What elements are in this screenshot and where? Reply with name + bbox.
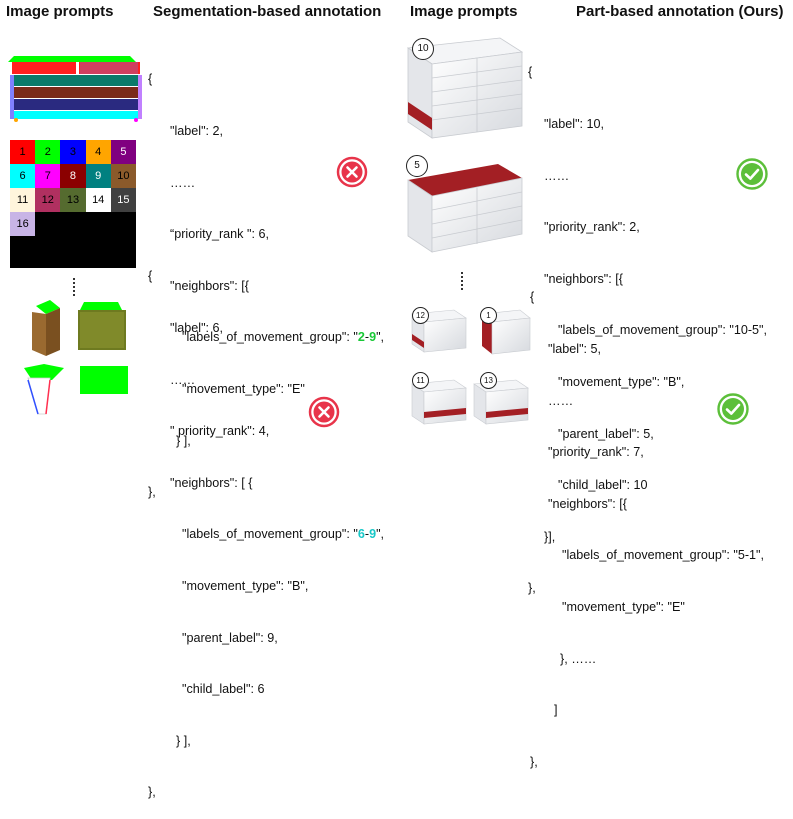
code-line: "movement_type": "E"	[182, 381, 305, 396]
code-line: } ],	[176, 733, 191, 748]
code-line: "labels_of_movement_group": "5-1",	[562, 548, 765, 563]
col1-header: Image prompts	[6, 3, 114, 20]
wrong-x-icon	[308, 396, 340, 428]
highlighted-label-b: 9	[369, 527, 377, 542]
part-marker-12: 12	[412, 307, 429, 324]
code-text: ",	[376, 330, 385, 345]
grid-cell: 5	[110, 140, 136, 164]
grid-cell: 4	[85, 140, 111, 164]
code-line: {	[528, 65, 533, 80]
ellipsis-dots	[73, 278, 77, 296]
code-line: "neighbors": [{	[548, 496, 627, 511]
ellipsis-dots	[461, 272, 465, 290]
code-line: "movement_type": "B",	[182, 578, 309, 593]
code-text: -	[364, 330, 370, 345]
part-marker-1: 1	[480, 307, 497, 324]
grid-cell: 10	[110, 164, 136, 188]
code-line: {	[148, 72, 153, 87]
part-marker-13: 13	[480, 372, 497, 389]
part-marker-5: 5	[406, 155, 428, 177]
grid-cell: 3	[60, 140, 86, 164]
grid-cell: 15	[110, 188, 136, 212]
code-line: ……	[544, 168, 570, 183]
col4-header: Part-based annotation (Ours)	[576, 3, 784, 20]
code-line: "neighbors": [{	[544, 271, 623, 286]
code-line: }, ……	[560, 651, 597, 666]
code-line: " priority_rank": 4,	[170, 424, 270, 439]
code-line: "label": 5,	[548, 342, 602, 356]
grid-cell: 9	[85, 164, 111, 188]
highlighted-label-a: 2	[357, 330, 365, 345]
code-line: "label": 10,	[544, 117, 605, 131]
code-line: "label": 6,	[170, 321, 224, 335]
code-line: ……	[170, 372, 196, 387]
code-line: "parent_label": 5,	[558, 426, 654, 441]
grid-cell: 12	[35, 188, 61, 212]
code-line: "labels_of_movement_group": "10-5",	[558, 323, 768, 338]
code-line: ……	[548, 393, 574, 408]
code-line: ]	[554, 703, 558, 718]
code-text: "labels_of_movement_group": "	[182, 527, 358, 542]
code-line: },	[148, 785, 156, 800]
col3-header: Image prompts	[410, 3, 518, 20]
code-text: ",	[376, 527, 385, 542]
part-small-renders	[411, 309, 531, 425]
grid-cell: 6	[10, 164, 36, 188]
wrong-x-icon	[336, 156, 368, 188]
code-line: },	[530, 754, 538, 769]
code-line: {	[148, 269, 153, 284]
part-dresser-renders	[406, 37, 524, 253]
grid-cell: 2	[35, 140, 61, 164]
code-line: "neighbors": [{	[170, 278, 249, 293]
grid-cell: 13	[60, 188, 86, 212]
grid-cell: 1	[10, 140, 36, 164]
code-line: "movement_type": "E"	[562, 599, 685, 614]
segmented-part-views	[24, 300, 128, 415]
part-annotation-block-2: { "label": 5, …… "priority_rank": 7, "ne…	[530, 255, 764, 788]
seg-annotation-block-2: { "label": 6, …… " priority_rank": 4, "n…	[148, 234, 384, 819]
code-line: "priority_rank": 2,	[544, 220, 640, 235]
code-line: "movement_type": "B",	[558, 374, 685, 389]
part-marker-11: 11	[412, 372, 429, 389]
code-line: {	[530, 290, 535, 305]
code-line: } ],	[176, 433, 191, 448]
code-line: "parent_label": 9,	[182, 630, 278, 645]
code-line: “priority_rank ": 6,	[170, 227, 269, 242]
grid-cell: 11	[10, 188, 36, 212]
grid-cell: 14	[85, 188, 111, 212]
correct-check-icon	[717, 393, 749, 425]
grid-cell: 8	[60, 164, 86, 188]
code-line-highlight: "labels_of_movement_group": "6-9",	[148, 526, 384, 543]
code-line: "label": 2,	[170, 124, 224, 138]
code-line: "priority_rank": 7,	[548, 445, 644, 460]
code-text: "labels_of_movement_group": "	[182, 330, 358, 345]
code-line: "neighbors": [ {	[170, 475, 253, 490]
highlighted-label-a: 6	[357, 527, 365, 542]
part-marker-10: 10	[412, 38, 434, 60]
grid-cell: 7	[35, 164, 61, 188]
seg-annotation-block-1: { "label": 2, …… “priority_rank ": 6, "n…	[148, 37, 384, 519]
col2-header: Segmentation-based annotation	[153, 3, 382, 20]
segmented-dresser-image	[8, 56, 142, 122]
code-line-highlight: "labels_of_movement_group": "2-9",	[148, 329, 384, 346]
highlighted-label-b: 9	[369, 330, 377, 345]
code-line: "child_label": 6	[182, 682, 265, 697]
correct-check-icon	[736, 158, 768, 190]
grid-cell: 16	[10, 212, 36, 236]
code-line: ……	[170, 175, 196, 190]
